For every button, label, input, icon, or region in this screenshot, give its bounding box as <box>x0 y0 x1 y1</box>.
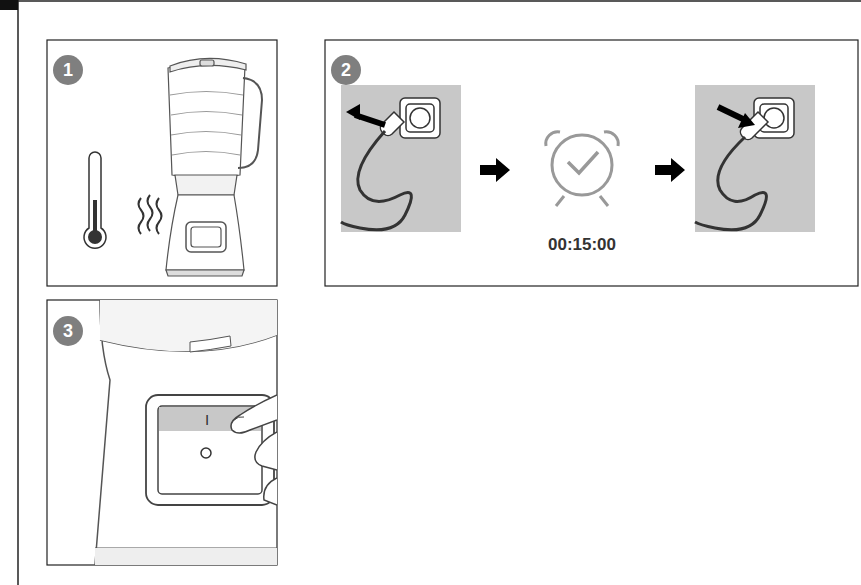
step-number: 2 <box>331 55 361 85</box>
step-arrow <box>655 158 685 182</box>
step-panel <box>325 40 858 286</box>
frame-tab <box>0 0 18 10</box>
off-symbol <box>201 448 211 458</box>
step-arrow <box>480 158 510 182</box>
thermometer-icon <box>84 152 106 248</box>
unplug-panel <box>341 85 461 232</box>
step-number: 3 <box>53 316 83 346</box>
socket-plug <box>341 98 440 230</box>
blender-base-closeup <box>95 300 277 565</box>
frame-line <box>17 0 19 585</box>
step-number-text: 2 <box>341 61 351 79</box>
switch-label: I <box>205 412 209 427</box>
plugin-panel <box>695 85 815 232</box>
step-panel <box>47 40 277 286</box>
step-number: 1 <box>53 55 83 85</box>
step-panel <box>47 300 277 565</box>
step-number-text: 3 <box>63 322 73 340</box>
timer-label: 00:15:00 <box>548 236 616 253</box>
heat-waves <box>139 195 162 234</box>
blender-figure <box>166 58 262 276</box>
step-number-text: 1 <box>63 61 73 79</box>
alarm-clock <box>546 132 618 206</box>
frame-line <box>0 0 861 2</box>
socket-plug <box>695 98 794 230</box>
